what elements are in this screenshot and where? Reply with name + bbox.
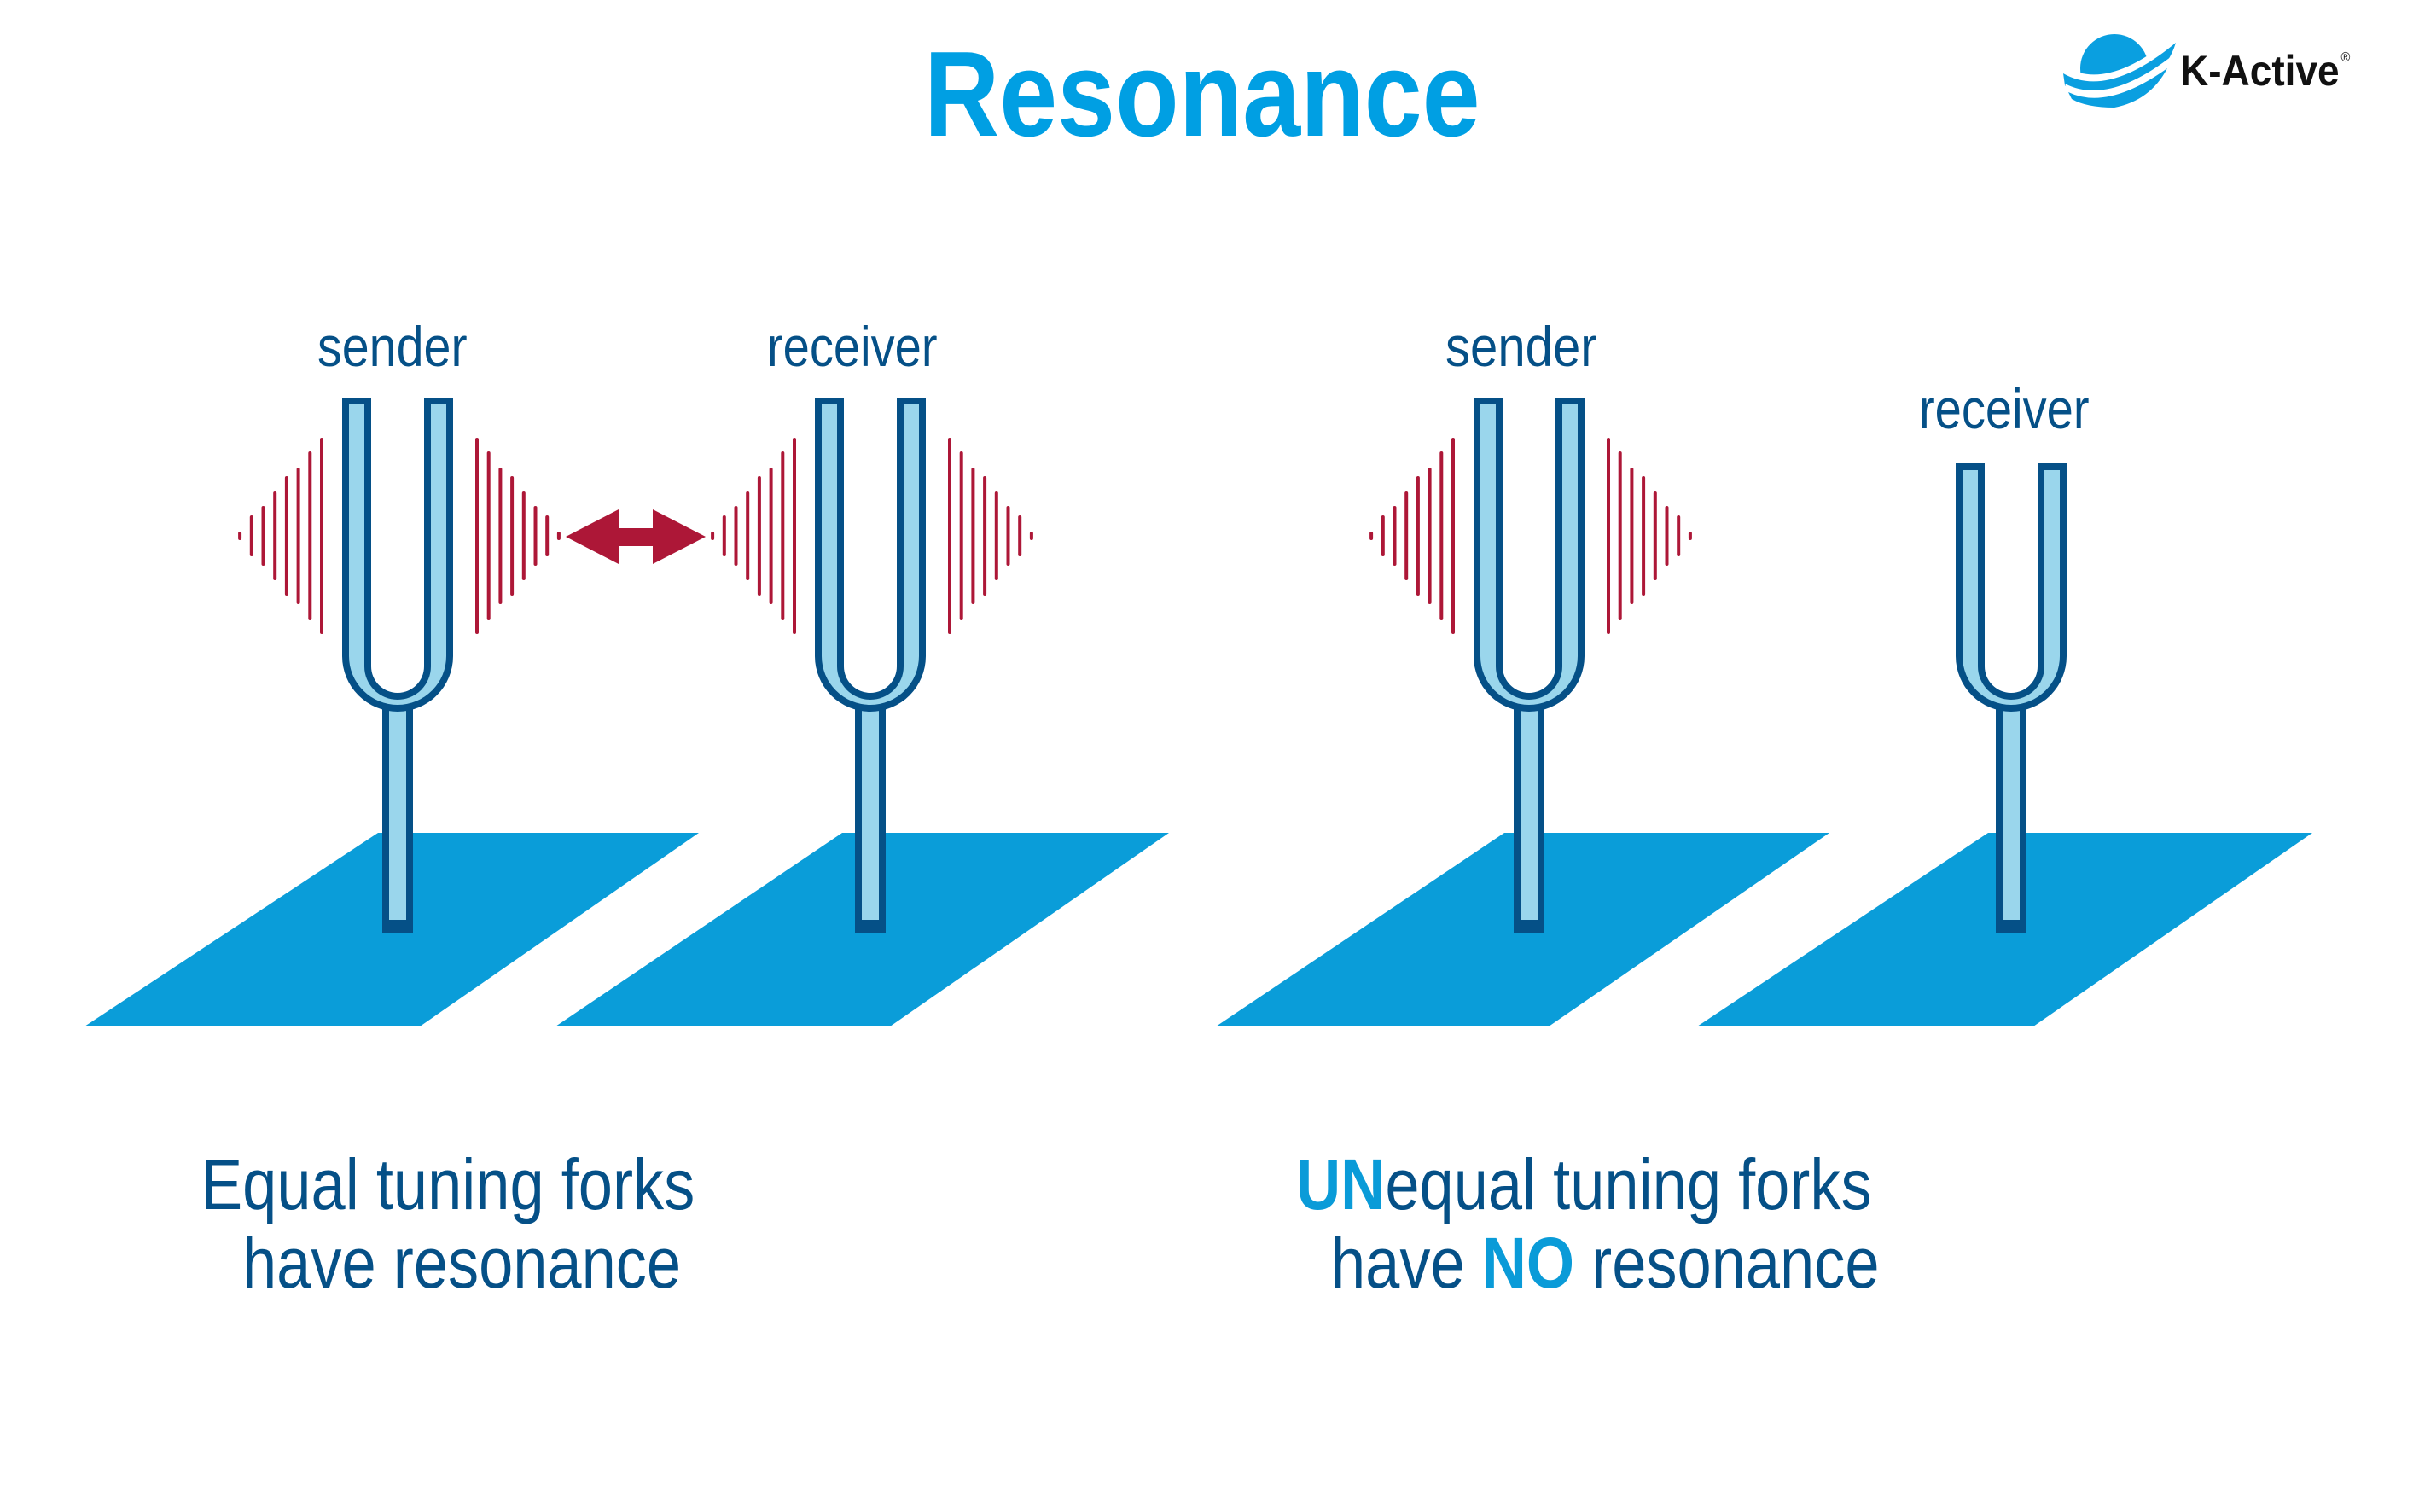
sound-waves bbox=[238, 438, 1692, 634]
fork-stem-fill bbox=[1521, 703, 1538, 920]
right-caption-line2: have NO resonance bbox=[1331, 1227, 1880, 1299]
fork-right-receiver bbox=[1956, 463, 2067, 933]
fork-outline bbox=[1474, 398, 1585, 712]
un-highlight: UN bbox=[1296, 1144, 1386, 1224]
tuning-forks bbox=[342, 398, 2067, 933]
plates bbox=[84, 833, 2312, 1026]
page-title: Resonance bbox=[924, 26, 1480, 162]
caption-line2-pre: have bbox=[1331, 1223, 1482, 1303]
fork-left-receiver-vibration bbox=[711, 438, 1033, 634]
caption-line2-post: resonance bbox=[1574, 1223, 1880, 1303]
brand-logo: K-Active® bbox=[2180, 49, 2350, 92]
fork-left-sender-vibration bbox=[238, 438, 561, 634]
fork-fill bbox=[822, 404, 919, 705]
fork-fill bbox=[1480, 404, 1578, 705]
globe-swoosh-icon bbox=[2063, 34, 2176, 108]
fork-outline bbox=[1956, 463, 2067, 712]
left-sender-label: sender bbox=[317, 315, 468, 378]
fork-stem-fill bbox=[862, 703, 879, 920]
right-receiver-label: receiver bbox=[1919, 377, 2090, 440]
brand-name: K-Active bbox=[2180, 47, 2340, 95]
fork-right-sender bbox=[1474, 398, 1585, 933]
fork-left-sender bbox=[342, 398, 453, 933]
double-arrow-icon bbox=[566, 509, 706, 564]
registered-mark: ® bbox=[2340, 50, 2351, 65]
fork-outline bbox=[815, 398, 926, 712]
left-receiver-label: receiver bbox=[767, 315, 938, 378]
fork-right-sender-vibration bbox=[1369, 438, 1692, 634]
fork-fill bbox=[349, 404, 446, 705]
no-highlight: NO bbox=[1481, 1223, 1575, 1303]
right-sender-label: sender bbox=[1445, 315, 1597, 378]
fork-stem-fill bbox=[2003, 703, 2020, 920]
fork-left-receiver bbox=[815, 398, 926, 933]
left-caption-line1: Equal tuning forks bbox=[201, 1144, 695, 1224]
caption-line1-rest: equal tuning forks bbox=[1385, 1144, 1872, 1224]
right-caption-line1: UNequal tuning forks bbox=[1296, 1149, 1872, 1220]
fork-stem-fill bbox=[389, 703, 406, 920]
fork-outline bbox=[342, 398, 453, 712]
fork-fill bbox=[1963, 470, 2060, 705]
left-caption-line2: have resonance bbox=[242, 1223, 682, 1303]
